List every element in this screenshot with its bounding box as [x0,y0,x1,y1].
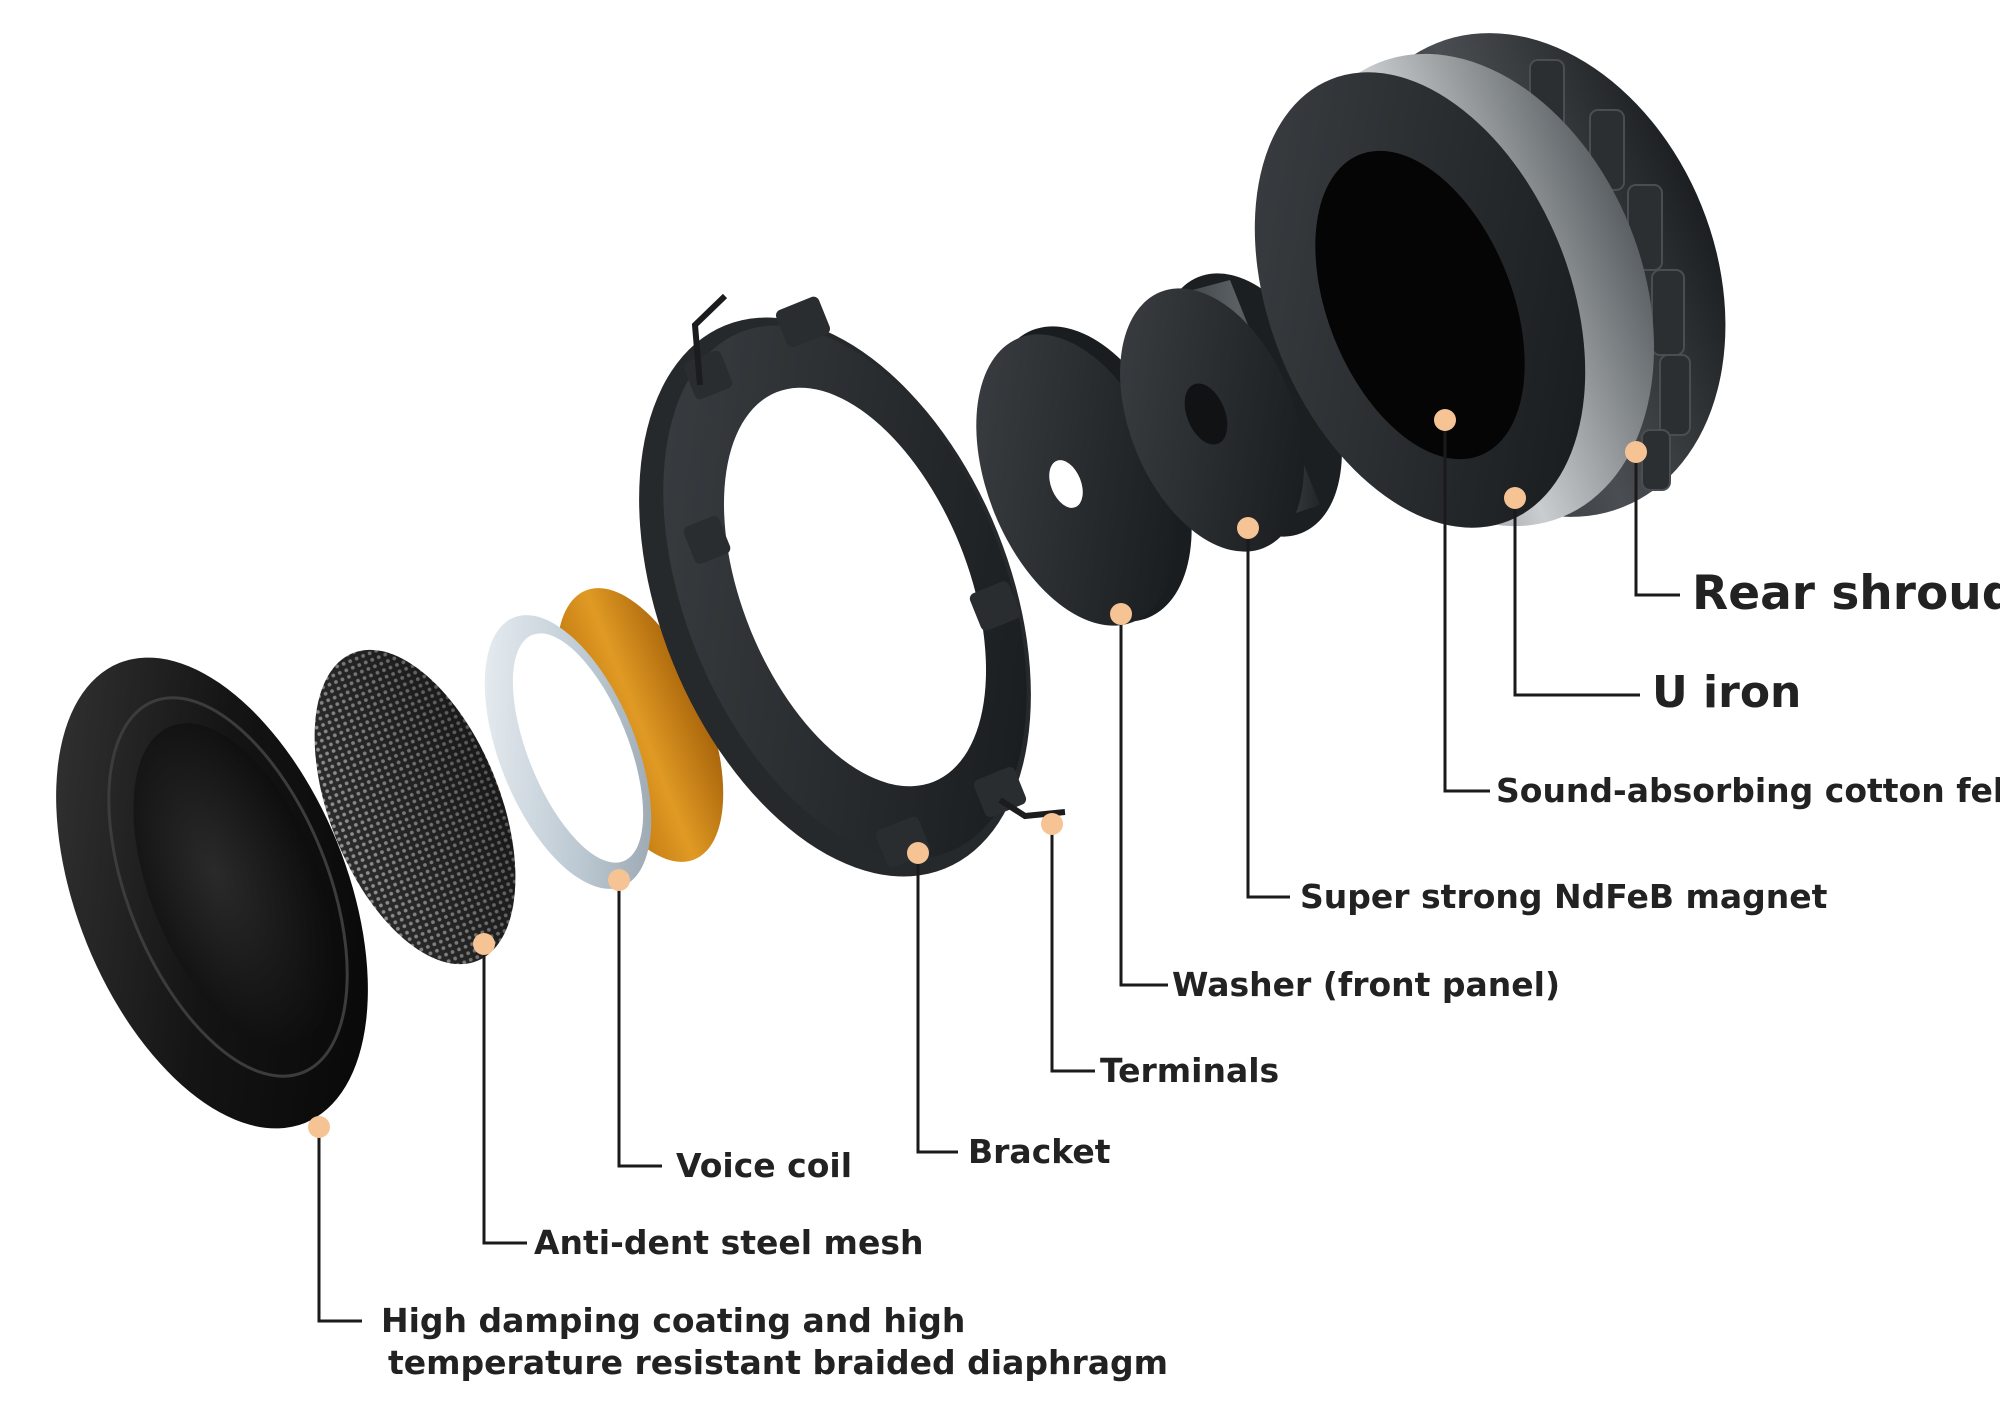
callout-dots [308,409,1647,1138]
leader-terminals [1050,824,1095,1073]
leader-lines [317,420,1680,1323]
leader-bracket [916,853,958,1154]
leader-rear-shroud [1634,452,1680,597]
dot-steel-mesh [473,933,495,955]
label-diaphragm-line1: High damping coating and high [381,1301,966,1340]
leader-cotton-felt [1443,420,1490,793]
leader-steel-mesh [482,944,527,1245]
leader-voice-coil [617,880,662,1168]
label-u-iron: U iron [1652,667,1802,718]
voice-coil [484,588,724,889]
dot-cotton-felt [1434,409,1456,431]
dot-magnet [1237,517,1259,539]
u-iron-assembly [1254,33,1726,528]
dot-terminals [1041,813,1063,835]
label-voice-coil: Voice coil [676,1146,853,1185]
dot-diaphragm [308,1116,330,1138]
dot-u-iron [1504,487,1526,509]
dot-bracket [907,842,929,864]
leader-magnet [1246,528,1290,899]
bracket [639,293,1066,877]
label-washer: Washer (front panel) [1172,965,1561,1004]
label-magnet: Super strong NdFeB magnet [1300,877,1828,916]
label-steel-mesh: Anti-dent steel mesh [534,1223,924,1262]
leader-u-iron [1513,498,1640,697]
label-cotton-felt: Sound-absorbing cotton felt [1496,771,2000,810]
diaphragm [56,657,368,1129]
label-terminals: Terminals [1100,1051,1280,1090]
label-bracket: Bracket [968,1132,1111,1171]
label-diaphragm-line2: temperature resistant braided diaphragm [388,1343,1169,1382]
dot-rear-shroud [1625,441,1647,463]
leader-washer [1119,614,1168,987]
label-rear-shroud: Rear shroud [1692,566,2000,621]
leader-diaphragm [317,1127,362,1323]
dot-washer [1110,603,1132,625]
dot-voice-coil [608,869,630,891]
steel-mesh [314,649,516,965]
